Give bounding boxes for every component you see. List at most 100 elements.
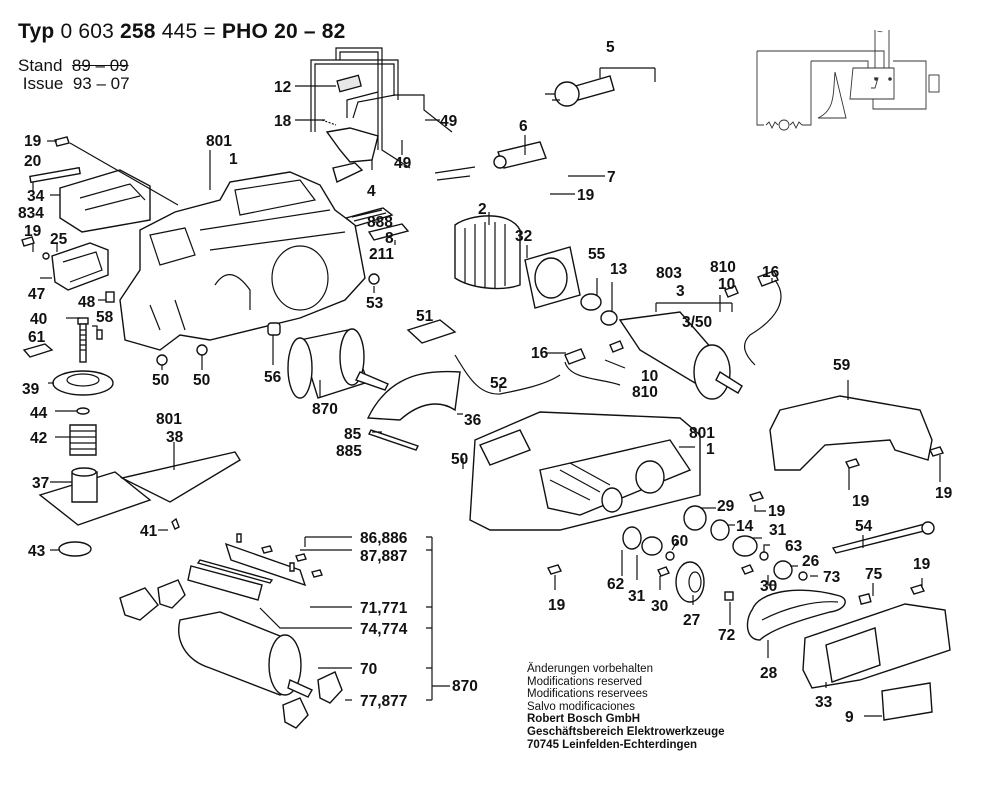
washer-44 — [76, 407, 90, 415]
plug-face — [554, 81, 580, 107]
screw-41 — [171, 517, 180, 530]
callout: 18 — [274, 113, 292, 130]
callout: 19 — [24, 133, 42, 150]
callout: 48 — [78, 294, 96, 311]
callout: 30 — [760, 578, 777, 595]
revision-block: Stand 89 – 09 Issue 93 – 07 — [18, 57, 130, 93]
company-division: Geschäftsbereich Elektrowerkzeuge — [527, 725, 725, 738]
screw-19 — [749, 491, 764, 502]
callout: 25 — [50, 231, 68, 248]
screw-19 — [910, 584, 925, 595]
typ-number-suffix: 445 = — [161, 20, 216, 43]
callout: 19 — [913, 556, 931, 573]
callout: 19 — [935, 485, 953, 502]
callout: 87,887 — [360, 548, 407, 565]
sole-plate-38 — [119, 451, 241, 503]
bearing-14 — [710, 519, 730, 541]
issue-label: Issue — [22, 74, 64, 93]
callout: 42 — [30, 430, 47, 447]
screw-19 — [547, 564, 562, 575]
stand-label: Stand — [18, 56, 63, 75]
callout: 5 — [606, 39, 615, 56]
callout: 44 — [30, 405, 48, 422]
blade-holder — [224, 542, 307, 587]
brush-10b — [609, 340, 624, 353]
callout: 1 — [229, 151, 238, 168]
strip-20 — [29, 166, 81, 184]
callout: 74,774 — [360, 621, 408, 638]
pulley-27 — [675, 561, 705, 603]
bushing-56 — [267, 322, 281, 336]
callout: 13 — [610, 261, 628, 278]
callout: 71,771 — [360, 600, 408, 617]
callout: 39 — [22, 381, 40, 398]
callout: 803 — [656, 265, 682, 282]
brush-10 — [724, 285, 739, 298]
callout: 36 — [464, 412, 482, 429]
rear-handle-cover — [29, 136, 179, 233]
brush-holder-16b — [564, 348, 586, 365]
belt-cover-33 — [802, 584, 951, 721]
bearing-13 — [600, 310, 618, 326]
callout: 885 — [336, 443, 362, 460]
legal-notes: Änderungen vorbehalten Modifications res… — [527, 663, 725, 751]
typ-number-prefix: 0 603 — [60, 20, 114, 43]
callout: 85 — [344, 426, 362, 443]
callout: 8 — [385, 230, 394, 247]
switch-body — [325, 127, 379, 163]
plate-31b — [732, 535, 758, 557]
motor-parts — [454, 215, 782, 400]
callout: 211 — [369, 246, 394, 263]
callout: 19 — [24, 223, 42, 240]
callout: 34 — [27, 188, 45, 205]
switch-lever — [332, 162, 364, 183]
callout: 3/50 — [682, 314, 712, 331]
main-housing-lower — [469, 411, 701, 531]
note-line: Salvo modificaciones — [527, 700, 636, 713]
callout: 19 — [768, 503, 786, 520]
callout: 4 — [367, 183, 376, 200]
callout: 86,886 — [360, 530, 408, 547]
wiring-diagram: ~ — [756, 27, 940, 131]
callout: 16 — [531, 345, 549, 362]
capacitor — [336, 74, 362, 93]
callout: 810 — [710, 259, 736, 276]
callout: 888 — [367, 214, 393, 231]
company-address: 70745 Leinfelden-Echterdingen — [527, 738, 697, 751]
callout: 6 — [519, 118, 528, 135]
callout: 49 — [440, 113, 458, 130]
main-housing-upper — [119, 171, 366, 351]
screw-19 — [54, 136, 70, 147]
plate-9 — [881, 682, 933, 721]
callout: 801 — [689, 425, 715, 442]
stand-value: 89 – 09 — [71, 56, 129, 75]
power-cord — [491, 75, 702, 169]
clip-48 — [105, 291, 115, 303]
callout: 73 — [823, 569, 841, 586]
callout: 31 — [628, 588, 646, 605]
callout: 50 — [152, 372, 169, 389]
callout: 72 — [718, 627, 735, 644]
cap-77 — [119, 587, 159, 621]
callout: 2 — [478, 201, 487, 218]
model-name: PHO 20 – 82 — [221, 20, 346, 43]
callout: 37 — [32, 475, 49, 492]
callout: 60 — [671, 533, 688, 550]
callout: 20 — [24, 153, 41, 170]
callout: 54 — [855, 518, 873, 535]
brush-holder-16 — [757, 270, 779, 287]
callout: 40 — [30, 311, 47, 328]
bracket-51 — [406, 319, 457, 344]
callout: 19 — [577, 187, 595, 204]
callout: 29 — [717, 498, 735, 515]
callout-labels: 12 18 49 49 4 5 6 7 19 19 20 34 834 801 … — [18, 39, 953, 726]
switch-assembly — [310, 47, 476, 183]
callout: 10 — [718, 276, 735, 293]
slider-61 — [22, 343, 54, 358]
callout: 41 — [140, 523, 158, 540]
pin-58 — [96, 329, 103, 340]
callout: 52 — [490, 375, 507, 392]
drive-parts — [547, 491, 846, 641]
washer-60 — [665, 551, 675, 561]
